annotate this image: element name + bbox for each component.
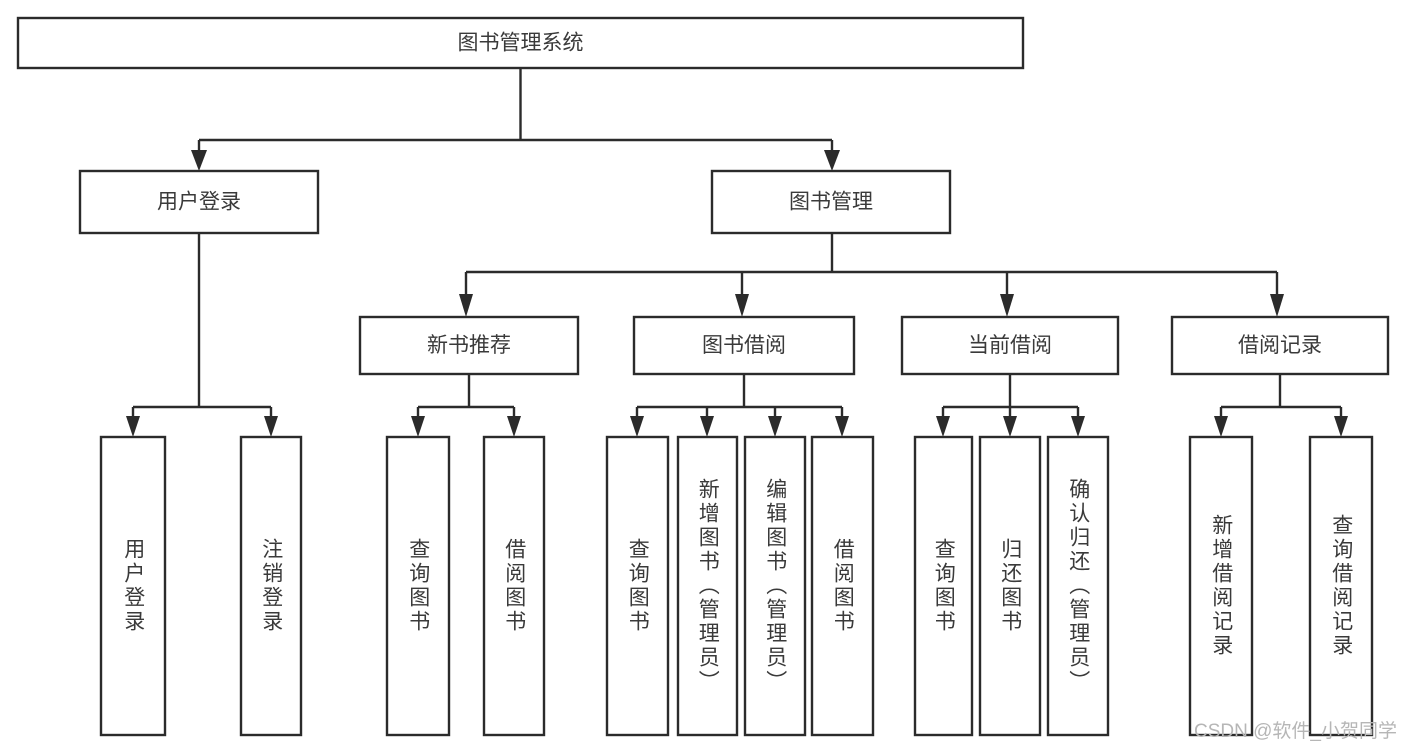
node-图书管理系统-box[interactable] [16, 16, 1025, 70]
arrow-head-nbr-query [411, 416, 425, 437]
node-l3-新书推荐-label: 新书推荐 [427, 334, 511, 357]
node-leaf-9-归还图书-box[interactable] [978, 435, 1042, 737]
arrow-head-borrow-record [1270, 294, 1284, 317]
node-l2-图书管理-box[interactable] [710, 169, 952, 235]
node-leaf-10-确认归还管理员-box[interactable] [1046, 435, 1110, 737]
node-leaf-1-注销登录-box[interactable] [239, 435, 303, 737]
node-leaf-8-查询图书-box[interactable] [913, 435, 974, 737]
arrow-head-br-query [1334, 416, 1348, 437]
connector-group-borrow-record [1214, 374, 1348, 437]
arrow-head-book-borrow [735, 294, 749, 317]
arrow-head-cb-confirm [1071, 416, 1085, 437]
arrow-head-leaf-logout [264, 416, 278, 437]
node-boxes-layer [16, 16, 1390, 737]
node-l2-用户登录-label: 用户登录 [157, 191, 241, 214]
node-l3-当前借阅-label: 当前借阅 [968, 334, 1052, 357]
csdn-watermark: CSDN @软件_小贺同学 [1194, 721, 1397, 742]
arrow-head-cb-return [1003, 416, 1017, 437]
arrow-head-new-book-rec [459, 294, 473, 317]
node-leaf-3-借阅图书-box[interactable] [482, 435, 546, 737]
node-leaf-7-借阅图书-box[interactable] [810, 435, 875, 737]
node-l3-借阅记录-label: 借阅记录 [1238, 334, 1322, 357]
connector-group-book-manage [459, 233, 1284, 317]
connector-group-new-book-rec [411, 374, 521, 437]
node-leaf-2-查询图书-box[interactable] [385, 435, 451, 737]
arrow-head-cb-query [936, 416, 950, 437]
connector-group-current-borrow [936, 374, 1085, 437]
node-l3-借阅记录-box[interactable] [1170, 315, 1390, 376]
arrow-head-user-login [191, 150, 207, 171]
arrow-head-current-borrow [1000, 294, 1014, 317]
node-图书管理系统-label: 图书管理系统 [458, 32, 584, 55]
node-l2-图书管理-label: 图书管理 [789, 191, 873, 214]
node-leaf-5-新增图书管理员-box[interactable] [676, 435, 739, 737]
arrow-head-bb-add [700, 416, 714, 437]
arrow-head-bb-borrow [835, 416, 849, 437]
connector-group-root [191, 68, 840, 171]
connector-group-book-borrow [630, 374, 849, 437]
node-leaf-0-用户登录-box[interactable] [99, 435, 167, 737]
connector-group-user-login [126, 233, 278, 437]
node-leaf-6-编辑图书管理员-box[interactable] [743, 435, 807, 737]
node-leaf-4-查询图书-box[interactable] [605, 435, 670, 737]
node-l3-新书推荐-box[interactable] [358, 315, 580, 376]
arrow-head-br-add [1214, 416, 1228, 437]
node-l2-用户登录-box[interactable] [78, 169, 320, 235]
arrow-head-bb-query [630, 416, 644, 437]
node-l3-图书借阅-box[interactable] [632, 315, 856, 376]
arrow-head-nbr-borrow [507, 416, 521, 437]
node-l3-当前借阅-box[interactable] [900, 315, 1120, 376]
node-leaf-11-新增借阅记录-box[interactable] [1188, 435, 1254, 737]
node-leaf-12-查询借阅记录-box[interactable] [1308, 435, 1374, 737]
arrow-head-leaf-user-login [126, 416, 140, 437]
arrow-head-bb-edit [768, 416, 782, 437]
arrow-head-book-manage [824, 150, 840, 171]
node-l3-图书借阅-label: 图书借阅 [702, 334, 786, 357]
